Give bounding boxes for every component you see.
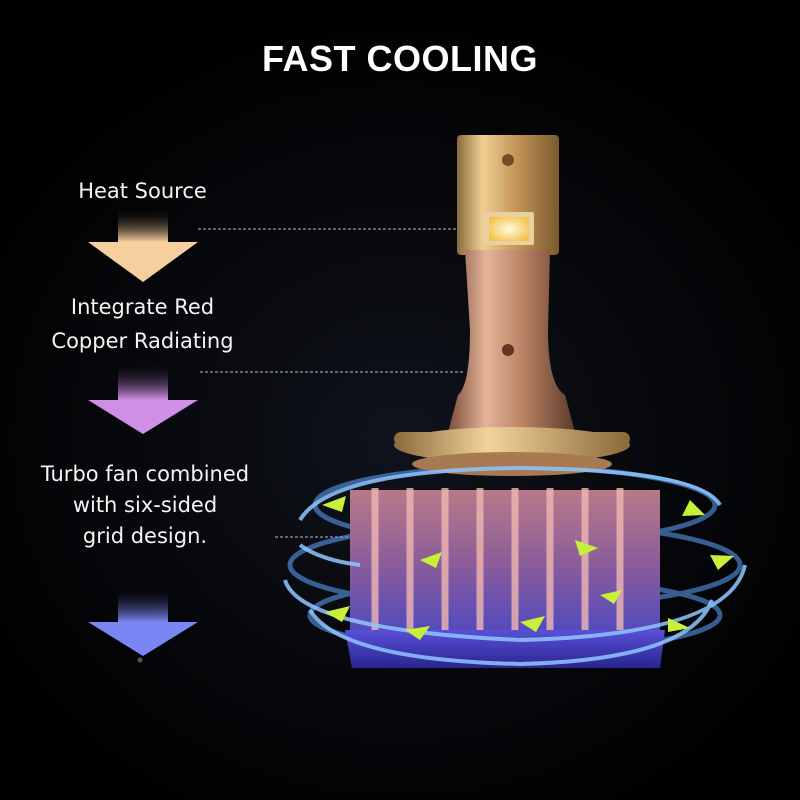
step-label-heat-source: Heat Source <box>40 174 245 208</box>
airflow-rings-front <box>283 465 747 667</box>
flow-arrow-turbo <box>88 586 198 663</box>
step-label-turbo-fan: Turbo fan combined with six-sided grid d… <box>20 459 270 552</box>
flow-arrow-copper <box>88 362 198 434</box>
step-label-line: grid design. <box>82 524 208 548</box>
step-label-line: Copper Radiating <box>51 329 234 353</box>
flow-arrow-heat <box>88 208 198 282</box>
page-title: FAST COOLING <box>262 38 538 79</box>
mounting-flange <box>394 427 630 476</box>
step-label-line: Turbo fan combined <box>40 462 250 486</box>
step-label-copper: Integrate Red Copper Radiating <box>30 290 255 358</box>
copper-heat-sink-neck <box>448 250 575 432</box>
step-label-line: Integrate Red <box>70 295 215 319</box>
step-label-line: Heat Source <box>78 179 207 203</box>
step-label-line: with six-sided <box>72 493 218 517</box>
airflow-arrows <box>322 496 734 640</box>
led-chip-board <box>457 135 559 255</box>
six-sided-grid-heatsink <box>345 488 665 668</box>
